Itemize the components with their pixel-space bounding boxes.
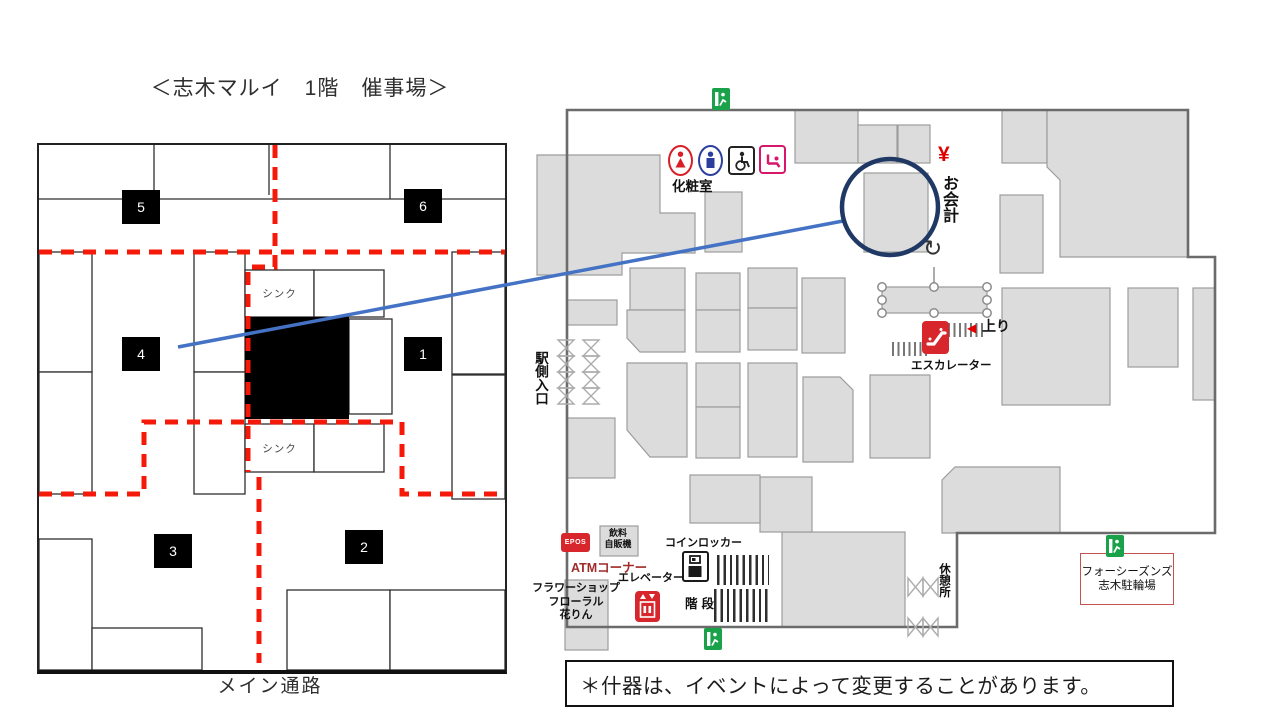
wheelchair-accessible-icon (728, 146, 755, 175)
booth-chip-3: 3 (154, 534, 192, 568)
selection-handles[interactable] (877, 282, 992, 318)
main-aisle-label: メイン通路 (217, 676, 323, 697)
footnote-box: ＊什器は、イベントによって変更することがあります。 (565, 660, 1174, 707)
sink-label-bottom: シンク (262, 442, 297, 455)
rest-area-label: 休憩所 (938, 563, 950, 598)
men-restroom-icon (698, 145, 723, 176)
flower-shop-label: フラワーショップ フローラル 花りん (532, 582, 620, 621)
rotate-handle-icon[interactable]: ↻ (923, 235, 943, 261)
sink-label-top: シンク (262, 288, 297, 300)
booth-chip-5: 5 (122, 190, 160, 224)
exit-sign-icon-right (1106, 535, 1124, 557)
women-restroom-icon (668, 145, 693, 176)
selected-shape (877, 267, 992, 318)
checkout-label: お会計 (940, 175, 957, 223)
booth-chip-4: 4 (122, 337, 160, 371)
coin-locker-icon (682, 551, 709, 582)
station-entrance-label: 駅側入口 (533, 351, 548, 405)
booth-chip-6: 6 (404, 189, 442, 223)
event-booth-block (245, 317, 349, 419)
map-boundary (565, 108, 1217, 629)
booth-chip-2: 2 (345, 530, 383, 564)
restroom-label: 化粧室 (672, 179, 713, 194)
epos-atm-icon: EPOS (561, 533, 590, 552)
stairs-hatch-upper (717, 555, 769, 585)
elevator-label: エレベーター (618, 572, 684, 584)
atm-corner-label: ATMコーナー (571, 561, 648, 575)
booth-chip-1: 1 (404, 337, 442, 371)
stairs-hatch-lower (714, 589, 770, 622)
booth-plan: シンク シンク 5 6 4 1 3 2 (37, 143, 507, 674)
escalator-label: エスカレーター (911, 360, 992, 372)
floor-map: 化粧室 ¥ お会計 ↻ ◀ 上り エスカレーター 駅側入口 コインロッカー 階段… (530, 85, 1240, 670)
elevator-icon (635, 591, 660, 622)
epos-label: EPOS (564, 539, 587, 546)
coin-locker-label: コインロッカー (665, 537, 742, 549)
page-title: ＜志木マルイ 1階 催事場＞ (150, 77, 450, 100)
baby-changing-icon (759, 145, 786, 174)
exit-sign-icon-bottom (704, 628, 722, 650)
escalator-up-label: 上り (982, 318, 1010, 334)
escalator-tread-down (892, 342, 927, 356)
yen-symbol: ¥ (938, 143, 950, 166)
footnote-text: ＊什器は、イベントによって変更することがあります。 (580, 674, 1102, 698)
stairs-label: 階段 (685, 597, 719, 611)
escalator-tread-up (948, 323, 984, 337)
bicycle-parking-box: フォーシーズンズ 志木駐輪場 (1080, 553, 1174, 605)
vending-machine-label: 飲料 自販機 (604, 528, 632, 549)
exit-sign-icon-top (712, 88, 730, 110)
booth-plan-drawing (39, 145, 505, 670)
escalator-icon (922, 321, 949, 354)
up-arrow-icon: ◀ (967, 321, 977, 335)
